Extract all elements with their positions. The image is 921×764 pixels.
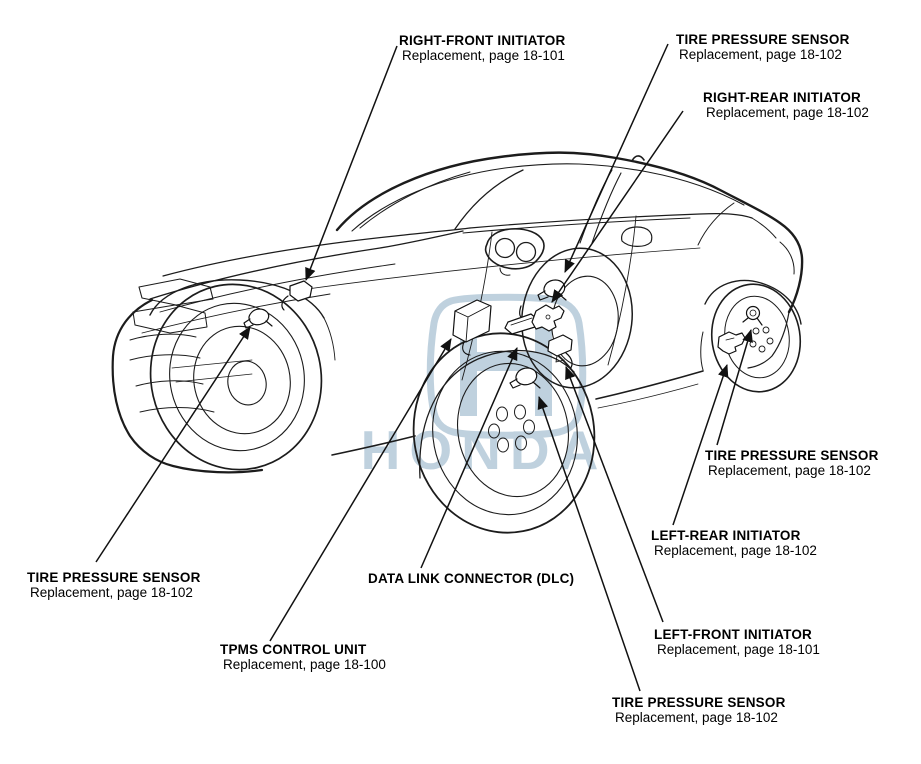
tpms-control-unit-part (452, 299, 492, 356)
car-roofline (335, 151, 804, 314)
c-pillar (697, 202, 735, 246)
label-subtitle: Replacement, page 18-102 (615, 710, 778, 725)
label-left-rear-initiator: LEFT-REAR INITIATOR Replacement, page 18… (651, 528, 817, 558)
left-front-tire-pressure-sensor-part (509, 367, 541, 389)
callout-line-tire-pressure-sensor-right (716, 328, 753, 446)
label-subtitle: Replacement, page 18-102 (30, 585, 193, 600)
lug-holes (488, 404, 535, 453)
label-title: LEFT-FRONT INITIATOR (654, 627, 812, 642)
right-front-wheel (149, 279, 336, 471)
left-rear-initiator-part (717, 331, 746, 355)
label-tpms-control-unit: TPMS CONTROL UNIT Replacement, page 18-1… (220, 642, 386, 672)
label-data-link-connector: DATA LINK CONNECTOR (DLC) (368, 571, 574, 586)
callout-line-left-front-initiator (565, 365, 664, 623)
headlight (138, 278, 214, 306)
label-tire-pressure-sensor-bottom: TIRE PRESSURE SENSOR Replacement, page 1… (612, 695, 786, 725)
label-left-front-initiator: LEFT-FRONT INITIATOR Replacement, page 1… (654, 627, 820, 657)
label-tire-pressure-sensor-right: TIRE PRESSURE SENSOR Replacement, page 1… (705, 448, 879, 478)
right-front-tire-pressure-sensor-part (243, 308, 273, 329)
label-title: TIRE PRESSURE SENSOR (27, 570, 201, 585)
honda-h-letter (460, 317, 552, 416)
side-mirror (621, 226, 653, 247)
label-title: TIRE PRESSURE SENSOR (612, 695, 786, 710)
label-title: DATA LINK CONNECTOR (DLC) (368, 571, 575, 586)
left-front-wheel (412, 332, 596, 534)
callout-lines (95, 43, 753, 692)
label-right-rear-initiator: RIGHT-REAR INITIATOR Replacement, page 1… (703, 90, 869, 120)
callout-line-right-rear-initiator (551, 110, 684, 303)
components (243, 279, 763, 389)
label-title: TIRE PRESSURE SENSOR (705, 448, 879, 463)
instrument-cluster (484, 228, 545, 276)
label-subtitle: Replacement, page 18-102 (679, 47, 842, 62)
label-subtitle: Replacement, page 18-100 (223, 657, 386, 672)
label-tire-pressure-sensor-top: TIRE PRESSURE SENSOR Replacement, page 1… (676, 32, 850, 62)
label-title: TPMS CONTROL UNIT (220, 642, 367, 657)
label-tire-pressure-sensor-left: TIRE PRESSURE SENSOR Replacement, page 1… (27, 570, 201, 600)
label-subtitle: Replacement, page 18-101 (402, 48, 565, 63)
label-title: LEFT-REAR INITIATOR (651, 528, 801, 543)
label-subtitle: Replacement, page 18-102 (708, 463, 871, 478)
callout-line-left-rear-initiator (672, 363, 729, 526)
left-rear-tire-pressure-sensor-part (742, 305, 763, 326)
label-title: TIRE PRESSURE SENSOR (676, 32, 850, 47)
right-front-initiator-part (281, 280, 313, 311)
car-glasshouse (162, 169, 753, 277)
callout-line-right-front-initiator (305, 45, 398, 282)
callout-line-tire-pressure-sensor-left (95, 326, 251, 563)
callout-line-tire-pressure-sensor-bottom (537, 395, 641, 692)
callout-line-tire-pressure-sensor-top (564, 43, 669, 273)
callout-line-data-link-connector (420, 347, 518, 569)
a-pillar (454, 169, 524, 230)
label-right-front-initiator: RIGHT-FRONT INITIATOR Replacement, page … (399, 33, 565, 63)
label-subtitle: Replacement, page 18-101 (657, 642, 820, 657)
label-title: RIGHT-FRONT INITIATOR (399, 33, 566, 48)
lug-holes-rear (749, 326, 774, 353)
label-subtitle: Replacement, page 18-102 (654, 543, 817, 558)
left-front-initiator-part (547, 334, 573, 370)
label-subtitle: Replacement, page 18-102 (706, 105, 869, 120)
grille (132, 304, 208, 334)
car-rear-end (747, 217, 795, 369)
callout-line-tpms-control-unit (269, 338, 452, 642)
label-title: RIGHT-REAR INITIATOR (703, 90, 861, 105)
left-rear-wheel (700, 279, 802, 393)
right-rear-initiator-part (531, 304, 565, 332)
